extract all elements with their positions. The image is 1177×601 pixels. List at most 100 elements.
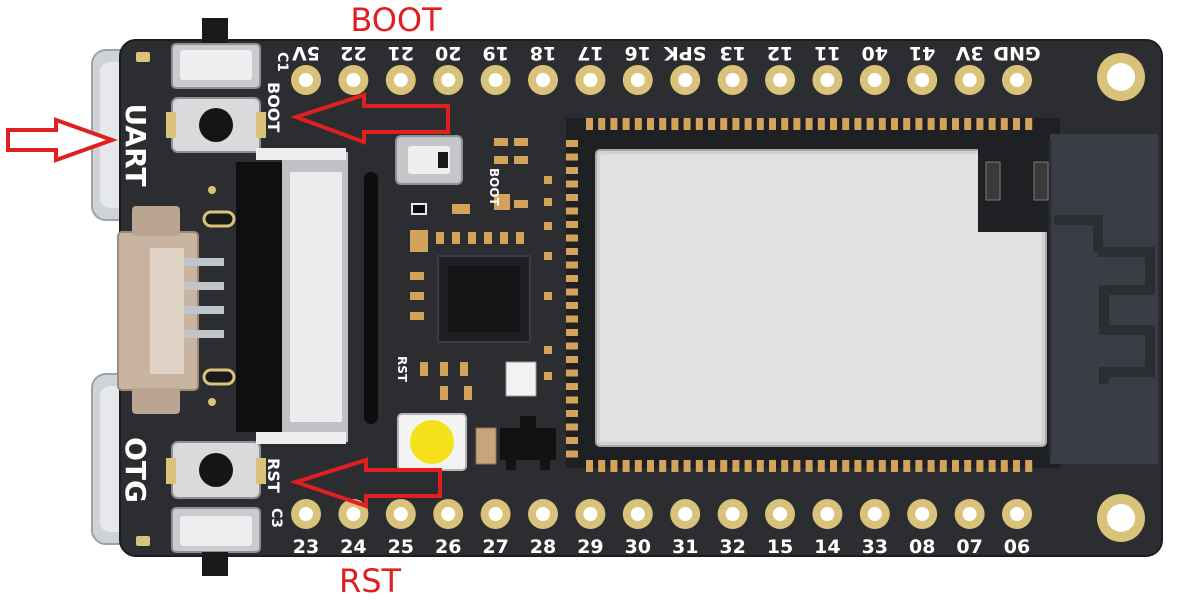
top-pin-label: 41	[909, 42, 935, 64]
module-pads-left	[566, 140, 578, 458]
module-pad	[708, 460, 715, 472]
module-pad	[915, 460, 923, 472]
module-pad	[671, 118, 679, 130]
module-pad	[732, 460, 740, 472]
mounting-hole	[1097, 494, 1145, 542]
module-pad	[566, 207, 578, 215]
rst-button[interactable]	[166, 441, 266, 499]
module-pad	[566, 315, 578, 323]
bottom-header-pins	[291, 499, 1032, 529]
module-pad	[939, 460, 947, 472]
header-pin	[907, 65, 938, 95]
module-pad	[903, 460, 911, 472]
module-pads-top	[586, 118, 1033, 130]
jst-connector	[117, 206, 224, 414]
module-pad	[622, 118, 630, 130]
module-pad	[952, 460, 959, 472]
module-pad	[830, 460, 837, 472]
module-pad	[891, 118, 898, 130]
module-pad	[805, 460, 813, 472]
module-pad	[903, 118, 911, 130]
top-pin-label: 22	[340, 42, 366, 64]
header-pin	[717, 499, 748, 529]
module-pad	[647, 460, 654, 472]
bottom-pin-label: 33	[862, 536, 888, 558]
header-pin	[338, 65, 369, 95]
module-pad	[793, 118, 801, 130]
module-pad	[683, 460, 691, 472]
rst-arrow-icon	[289, 457, 442, 509]
silk-boot-small: BOOT	[487, 168, 501, 207]
header-pin	[622, 65, 653, 95]
module-pad	[566, 180, 578, 188]
top-pin-label: 40	[862, 42, 888, 64]
silk-rst-small: RST	[395, 356, 409, 383]
module-pad	[732, 118, 740, 130]
boot-callout-label: BOOT	[350, 1, 442, 39]
module-pads-bottom	[586, 460, 1033, 472]
module-pad	[683, 118, 691, 130]
smd-components	[410, 138, 1036, 400]
mounting-hole	[1097, 53, 1145, 101]
module-pad	[988, 118, 996, 130]
bottom-pin-label: 27	[482, 536, 508, 558]
header-pin	[385, 499, 416, 529]
module-pad	[566, 140, 578, 147]
header-pin	[385, 65, 416, 95]
bottom-pin-label: 06	[1004, 536, 1030, 558]
silk-c3-label: C3	[268, 508, 284, 528]
header-pin	[670, 65, 701, 95]
bottom-pin-label: 23	[293, 536, 319, 558]
top-pin-label: 21	[388, 42, 414, 64]
top-switch	[171, 18, 261, 89]
header-pin	[670, 499, 701, 529]
module-pad	[1000, 118, 1008, 130]
top-pin-label: 11	[814, 42, 840, 64]
module-pad	[659, 460, 667, 472]
module-pad	[988, 460, 996, 472]
fpc-connector	[236, 148, 378, 444]
module-pad	[866, 118, 874, 130]
header-pin	[907, 499, 938, 529]
module-pad	[842, 118, 850, 130]
module-pad	[781, 460, 789, 472]
bottom-pin-label: 14	[814, 536, 840, 558]
header-pin	[291, 65, 321, 95]
header-pin	[765, 65, 795, 95]
bottom-pin-label: 30	[625, 536, 651, 558]
header-pin	[1002, 65, 1032, 95]
module-pad	[976, 460, 984, 472]
module-pad	[939, 118, 947, 130]
module-pad	[952, 118, 959, 130]
module-pad	[927, 460, 935, 472]
module-pad	[586, 460, 593, 472]
module-pad	[566, 437, 578, 444]
header-pin	[338, 499, 369, 529]
module-pad	[830, 118, 837, 130]
module-pad	[566, 248, 578, 255]
module-pad	[566, 450, 578, 458]
boot-button[interactable]	[166, 97, 266, 153]
module-pad	[878, 460, 886, 472]
top-pin-label: 19	[482, 42, 508, 64]
pcb-antenna	[1048, 134, 1158, 464]
top-pin-label: 18	[530, 42, 556, 64]
module-pad	[566, 221, 578, 228]
module-pad	[817, 460, 825, 472]
module-pad	[647, 118, 654, 130]
module-pad	[793, 460, 801, 472]
module-pad	[842, 460, 850, 472]
module-pad	[964, 118, 972, 130]
header-pin	[291, 499, 321, 529]
top-pin-label: 16	[625, 42, 651, 64]
inductor	[475, 427, 497, 465]
module-pad	[695, 118, 703, 130]
microphone	[395, 135, 463, 185]
top-pin-label: GND	[993, 42, 1040, 64]
module-pad	[1013, 118, 1020, 130]
silk-c1-label: C1	[274, 52, 290, 72]
module-pad	[708, 118, 715, 130]
